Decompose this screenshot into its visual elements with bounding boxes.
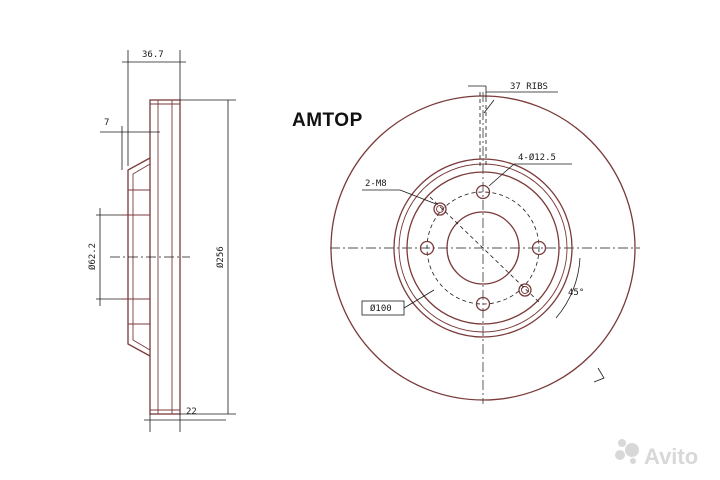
- watermark-text: Avito: [644, 444, 698, 469]
- dim-total-thickness: 36.7: [142, 50, 164, 60]
- dim-center-bore: Ø62.2: [87, 243, 98, 270]
- dim-disc-thickness: 22: [186, 407, 197, 417]
- avito-watermark: Avito: [615, 439, 698, 469]
- threaded-holes-label: 2-M8: [365, 179, 387, 189]
- pcd-label: Ø100: [370, 303, 392, 314]
- dim-outer-diameter: Ø256: [215, 246, 226, 268]
- outer-rim: [330, 95, 636, 401]
- bolt-hole: [475, 296, 491, 312]
- dim-hat-offset: 7: [104, 118, 109, 128]
- rotation-mark: [593, 367, 605, 383]
- bolt-hole: [475, 184, 491, 200]
- angle-label: 45°: [568, 288, 584, 298]
- center-bore: [446, 211, 520, 285]
- threaded-hole: [433, 202, 447, 216]
- side-view: 36.7 7 Ø62.2 Ø256 22: [87, 50, 236, 432]
- bolt-hole: [531, 240, 547, 256]
- front-view: 37 RIBS 4-Ø12.5 2-M8 Ø100 45°: [330, 82, 640, 404]
- brand-logo: AMTOP: [292, 110, 363, 131]
- hub-outline: [406, 171, 560, 325]
- angle-arc: [555, 257, 581, 319]
- bolt-hole: [419, 240, 435, 256]
- pcd-circle: [426, 191, 540, 305]
- friction-ring-inner: [393, 158, 573, 338]
- bolt-holes-label: 4-Ø12.5: [518, 152, 556, 163]
- ribs-label: 37 RIBS: [510, 82, 548, 92]
- threaded-hole: [518, 283, 532, 297]
